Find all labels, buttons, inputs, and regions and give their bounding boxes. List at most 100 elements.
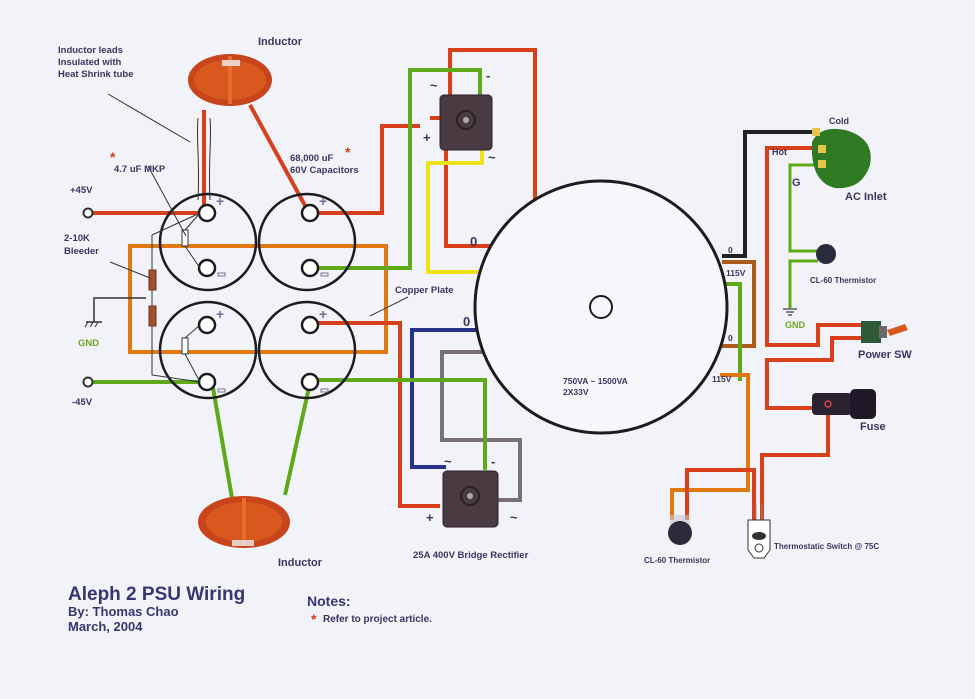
wire-ground-2 xyxy=(788,259,818,308)
terminal-minus xyxy=(197,258,217,278)
terminal-plus xyxy=(300,315,320,335)
terminal-plus xyxy=(197,203,217,223)
rect-bottom-neg-label: - xyxy=(491,454,495,469)
ground-symbol-right xyxy=(783,308,797,316)
wire-hot-to-switch xyxy=(765,146,862,347)
wire-capplus-rect-bottom xyxy=(312,321,440,508)
rect-top-ac1-label: ~ xyxy=(430,78,438,93)
bleeder-resistor xyxy=(148,269,157,291)
fuse-label: Fuse xyxy=(860,421,886,433)
copper-plate-label: Copper Plate xyxy=(395,285,454,296)
capacitor-bottom-right xyxy=(257,300,357,400)
capacitors-label-2: 60V Capacitors xyxy=(290,165,359,176)
wire-top-rect-neg xyxy=(312,68,482,270)
mkp-pointer xyxy=(147,165,187,237)
cap-minus-sign xyxy=(217,272,226,277)
notes-heading: Notes: xyxy=(307,593,351,609)
cl60-bottom-label: CL-60 Thermistor xyxy=(644,556,710,565)
bleeder-resistors xyxy=(148,212,201,383)
rect-top-neg-label: - xyxy=(486,68,490,83)
capacitor-top-left xyxy=(158,192,258,292)
toroidal-transformer xyxy=(473,179,729,435)
wire-115-green xyxy=(722,282,742,381)
sec-zero-top-label: 0 xyxy=(470,234,477,249)
cap-plus-sign: + xyxy=(216,193,224,209)
inductor-top-label: Inductor xyxy=(258,36,303,48)
wire-115-to-thermistor xyxy=(670,373,750,520)
transformer-label-1: 750VA ~ 1500VA xyxy=(563,376,628,386)
terminal-minus xyxy=(300,372,320,392)
gnd-right-label: GND xyxy=(785,320,806,330)
diagram-author: By: Thomas Chao xyxy=(68,604,179,619)
rect-bottom-ac2-label: ~ xyxy=(510,510,518,525)
pri-zero-top-label: 0 xyxy=(728,245,733,255)
rect-top-pos-label: + xyxy=(423,130,431,145)
wire-capplus-rect-top xyxy=(312,124,420,215)
g-label: G xyxy=(792,177,801,189)
heat-shrink-tube xyxy=(107,93,212,201)
plus45-terminal xyxy=(82,207,94,219)
capacitors-label-1: 68,000 uF xyxy=(290,153,333,164)
cold-label: Cold xyxy=(829,116,849,126)
power-sw-label: Power SW xyxy=(858,349,912,361)
cap-minus-sign xyxy=(217,388,226,393)
capacitor-bank: + + + + xyxy=(158,192,357,400)
wire-fuse-to-thermo xyxy=(760,405,830,520)
wire-cold xyxy=(722,130,815,258)
diagram-date: March, 2004 xyxy=(68,619,143,634)
wire-grey-sec xyxy=(440,350,522,502)
inductor-top xyxy=(188,54,272,106)
ac-inlet-label: AC Inlet xyxy=(845,191,887,203)
bleeder-label-2: Bleeder xyxy=(64,246,99,257)
thermostatic-switch xyxy=(747,505,771,559)
cap-minus-sign xyxy=(320,272,329,277)
diagram-title: Aleph 2 PSU Wiring xyxy=(68,584,245,605)
thermo-switch-label: Thermostatic Switch @ 75C xyxy=(774,542,879,551)
plus45-label: +45V xyxy=(70,185,93,196)
gnd-left-label: GND xyxy=(78,338,99,349)
notes-item: Refer to project article. xyxy=(323,614,432,625)
terminal-plus xyxy=(300,203,320,223)
bridge-rectifier-bottom xyxy=(442,470,499,528)
cap-plus-sign: + xyxy=(216,306,224,322)
capacitor-bottom-left xyxy=(158,300,258,400)
mkp-capacitors xyxy=(181,212,201,383)
wire-inductor-bottom-right xyxy=(283,382,312,496)
pri-zero-bottom-label: 0 xyxy=(728,333,733,343)
pri-115-top-label: 115V xyxy=(726,268,746,278)
wire-ground-1 xyxy=(788,163,820,253)
bridge-rectifier-label: 25A 400V Bridge Rectifier xyxy=(413,550,529,561)
cl60-thermistor-top xyxy=(816,244,836,264)
cl60-top-label: CL-60 Thermistor xyxy=(810,276,876,285)
cap-plus-sign: + xyxy=(319,306,327,322)
wire-inductor-bottom-left xyxy=(210,381,234,499)
wire-capminus-rect-bottom xyxy=(312,378,487,470)
transformer-label-2: 2X33V xyxy=(563,387,589,397)
bridge-rectifier-top xyxy=(439,94,493,151)
rect-bottom-pos-label: + xyxy=(426,510,434,525)
terminal-minus xyxy=(300,258,320,278)
bleeder-pointer xyxy=(109,261,151,279)
wire-inductor-top-right xyxy=(248,104,310,212)
pri-115-bottom-label: 115V xyxy=(712,374,732,384)
hot-label: Hot xyxy=(772,147,787,157)
inductor-bottom xyxy=(198,496,290,548)
wires xyxy=(88,48,862,520)
capacitor-top-right xyxy=(257,192,357,292)
minus45-terminal xyxy=(82,376,94,388)
ac-inlet xyxy=(811,128,871,189)
wire-thermistor-to-thermo xyxy=(685,468,756,520)
bleeder-resistor xyxy=(148,305,157,327)
cap-plus-sign: + xyxy=(319,193,327,209)
terminal-minus xyxy=(197,372,217,392)
mkp-star: * xyxy=(110,149,116,165)
wire-switch-to-fuse xyxy=(765,336,862,410)
inductor-leads-label-2: Insulated with xyxy=(58,57,122,68)
fuse-holder xyxy=(812,389,876,419)
inductor-bottom-label: Inductor xyxy=(278,557,323,569)
rect-top-ac2-label: ~ xyxy=(488,150,496,165)
inductor-leads-label-3: Heat Shrink tube xyxy=(58,69,134,80)
terminal-plus xyxy=(197,315,217,335)
mkp-label: 4.7 uF MKP xyxy=(114,164,166,175)
